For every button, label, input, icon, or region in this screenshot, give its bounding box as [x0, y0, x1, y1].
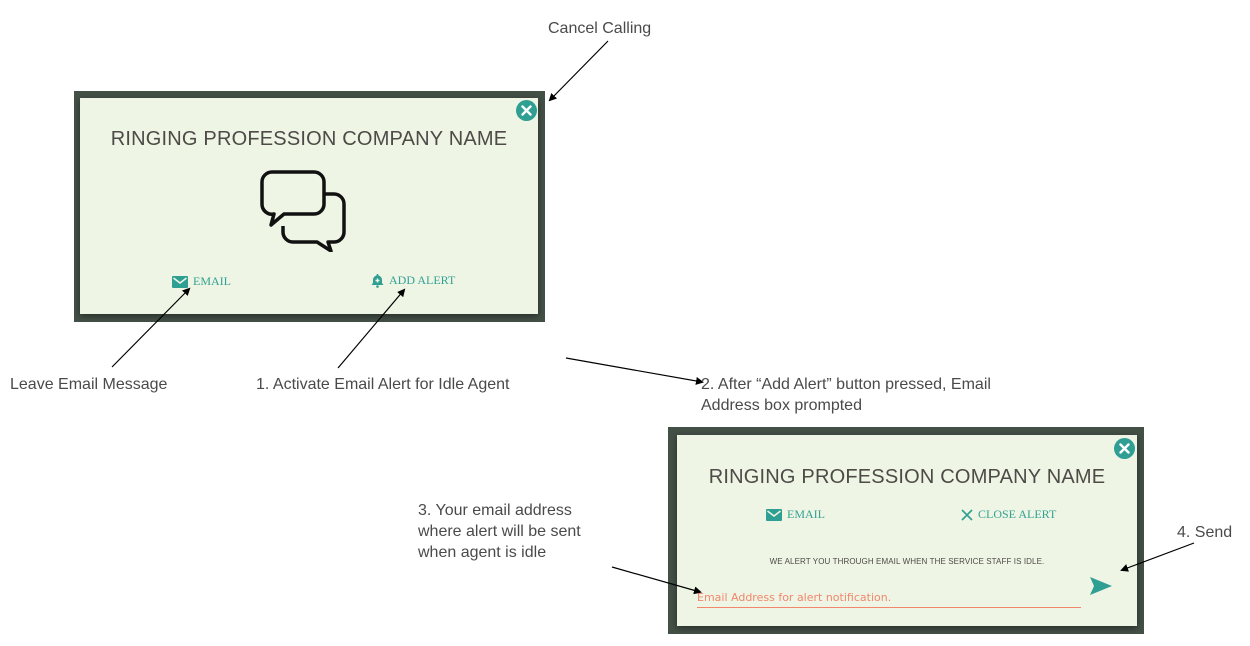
arrow-cancel-calling	[548, 40, 609, 102]
close-alert-label: CLOSE ALERT	[978, 507, 1057, 521]
x-icon	[961, 508, 973, 521]
close-alert-button[interactable]: CLOSE ALERT	[961, 507, 1056, 522]
arrow-after-add-alert	[565, 357, 704, 385]
send-icon	[1090, 577, 1112, 595]
annotation-leave-email: Leave Email Message	[10, 376, 168, 393]
chat-bubbles-icon	[260, 170, 346, 252]
annotation-send: 4. Send	[1177, 524, 1233, 541]
annotation-activate-alert: 1. Activate Email Alert for Idle Agent	[256, 376, 510, 393]
close-circle-icon	[1119, 443, 1130, 454]
annotation-your-email: 3. Your email address where alert will b…	[418, 500, 581, 563]
calling-modal: RINGING PROFESSION COMPANY NAME EMAIL AD…	[80, 98, 538, 314]
add-alert-label: ADD ALERT	[389, 273, 456, 287]
alert-email-input[interactable]	[697, 589, 1081, 608]
alert-info-text: WE ALERT YOU THROUGH EMAIL WHEN THE SERV…	[769, 557, 1045, 566]
annotation-cancel-calling: Cancel Calling	[548, 20, 652, 37]
envelope-icon	[766, 508, 782, 521]
email-button[interactable]: EMAIL	[172, 274, 231, 289]
bell-plus-icon	[371, 274, 384, 288]
annotation-after-add-alert: 2. After “Add Alert” button pressed, Ema…	[701, 374, 991, 416]
company-title: RINGING PROFESSION COMPANY NAME	[110, 128, 508, 150]
envelope-icon	[172, 275, 188, 288]
email-label: EMAIL	[193, 274, 231, 288]
send-button[interactable]	[1089, 576, 1113, 601]
add-alert-button[interactable]: ADD ALERT	[371, 273, 455, 288]
close-circle-icon	[521, 105, 532, 116]
email-label: EMAIL	[787, 507, 825, 521]
annotation-line: where alert will be sent	[418, 523, 581, 540]
alert-modal: RINGING PROFESSION COMPANY NAME EMAIL CL…	[677, 435, 1137, 626]
close-calling-button[interactable]	[516, 100, 537, 121]
email-button[interactable]: EMAIL	[766, 507, 825, 522]
company-title: RINGING PROFESSION COMPANY NAME	[708, 466, 1106, 488]
annotation-line: 3. Your email address	[418, 502, 572, 519]
annotation-line: when agent is idle	[418, 544, 547, 561]
annotation-line: Address box prompted	[701, 397, 862, 414]
close-alert-modal-button[interactable]	[1114, 438, 1135, 459]
annotation-line: 2. After “Add Alert” button pressed, Ema…	[701, 376, 991, 393]
